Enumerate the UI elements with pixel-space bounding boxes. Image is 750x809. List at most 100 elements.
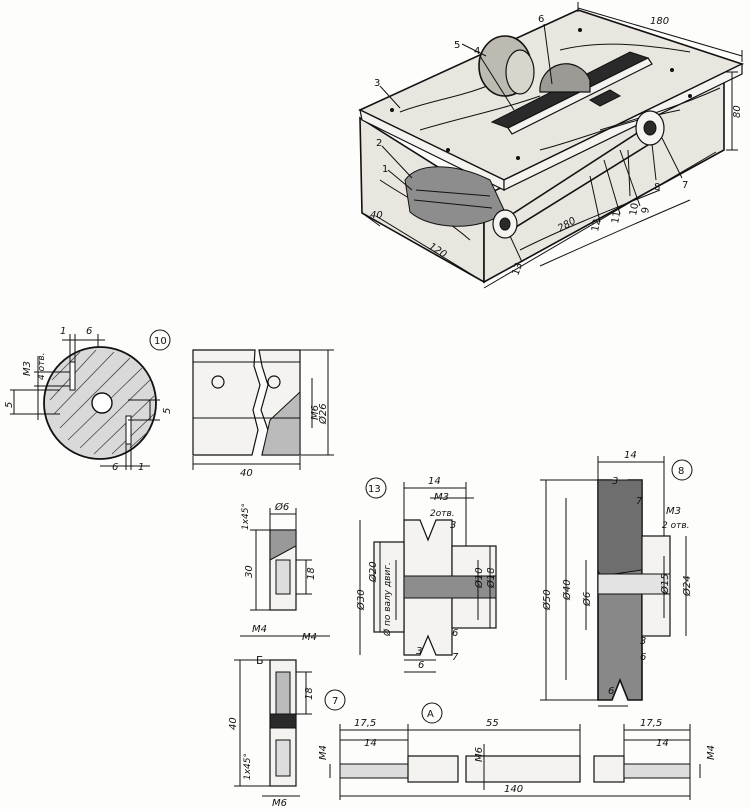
part-b-inner: 18 [306,567,317,580]
part-13-dims [359,482,491,673]
part-8-d-hub2: Ø24 [681,575,693,597]
callout-3: 3 [374,78,380,89]
part-a-body-3 [593,755,625,783]
part-8-thread: М3 [666,506,681,517]
part-13-w3: 6 [418,660,424,671]
callout-leaders [379,23,683,263]
part-10-thread-side: М6 [310,405,321,420]
part-10-side-dims [192,349,334,470]
callout-12: 12 [590,218,603,232]
callout-2: 2 [376,138,382,149]
part-7-length: 40 [228,717,239,730]
part-13-hub-left [373,541,405,633]
part-a-thread-left-len: 14 [364,738,377,749]
part-8-step: 7 [636,496,643,507]
part-13-w1: 3 [416,646,422,657]
part-b-dims [240,508,330,637]
part-a-thread-right-len: 14 [656,738,669,749]
assembly-view: 180 80 280 120 40 3 2 1 4 5 6 7 8 9 1 [358,2,745,289]
part-13-d-mid: Ø20 [367,561,379,583]
top-plate-edge-right [503,63,743,191]
part-a-middle: 55 [486,718,499,729]
callout-8: 8 [654,182,660,193]
part-13-w2: 6 [452,628,458,639]
dim-edge-label: 40 [370,210,383,221]
part-13-number: 13 [368,484,381,495]
part-10-bottom-offset: 6 [112,462,118,473]
part-10-hole-1 [211,375,225,389]
callout-11: 11 [610,210,623,224]
part-8-section [597,479,643,577]
part-a-thread-r: М4 [706,745,717,760]
part-13-thread: М3 [434,492,449,503]
part-13-d-shaft: Ø по валу двиг. [382,562,393,637]
part-10-gap-left: 5 [4,402,15,408]
part-a-thread-left [339,763,409,779]
part-10-gap-right: 5 [162,408,173,414]
part-10-slot-bottom [125,415,132,445]
part-a-thread-right [623,763,691,779]
dim-height-label: 80 [732,105,743,118]
part-8-width: 14 [624,450,637,461]
callout-7: 7 [682,180,688,191]
part-8-dims [540,456,687,707]
part-10-side-left [192,349,261,456]
part-b-chamfer: 1x45° [241,503,251,530]
part-7-thread: М6 [272,798,287,809]
part-a-left: 17,5 [354,718,376,729]
dim-width-label: 180 [650,16,669,27]
part-10-number: 10 [154,336,167,347]
part-7-section [269,713,297,729]
saw-disc [539,63,591,93]
part-13-d-hub2: Ø18 [485,567,497,589]
callout-9: 9 [640,206,652,214]
part-b-diameter: Ø6 [274,501,289,513]
part-10-bore [91,392,113,414]
part-8-groove: 3 [612,476,618,487]
part-b: Ø6 1x45° 30 18 М4 М4 Б [240,501,330,667]
part-10-slot-top [69,361,76,391]
part-13-bore [403,575,497,599]
part-7-chamfer: 1x45° [243,753,253,780]
part-8-holes: 2 отв. [662,521,690,531]
part-b-section [269,529,297,561]
part-10: 10 1 6 М3 4 отв. 5 5 6 1 [4,326,334,479]
part-7-number: 7 [332,696,338,707]
part-8-w1: 3 [640,636,646,647]
grinding-wheel-face [505,49,535,95]
callout-1: 1 [382,164,388,175]
top-screws [390,28,692,160]
part-13-marker [365,477,387,499]
callout-13: 13 [510,261,525,277]
part-a-dims [329,724,701,800]
part-13-width: 14 [428,476,441,487]
part-a-right: 17,5 [640,718,662,729]
part-8-d-outer: Ø50 [541,589,553,611]
part-10-hole-2 [267,375,281,389]
part-8-w3: 6 [608,686,614,697]
part-a-thread-mid: М6 [474,747,485,762]
callout-5: 5 [454,40,460,51]
part-a-label: А [427,709,434,720]
slot-window [588,89,622,107]
part-b-thread-right: М4 [302,632,317,643]
part-8-bore [597,573,671,595]
callout-6: 6 [538,14,544,25]
part-13-d-hub: Ø10 [473,567,485,589]
part-10-length: 40 [240,468,253,479]
part-13-w4: 7 [452,652,459,663]
part-a-body-1 [407,755,459,783]
callout-10: 10 [628,202,641,216]
part-10-thread: М3 [22,361,33,376]
motor-ribs [413,189,493,209]
part-b-thread [275,559,291,595]
part-8-d-mid: Ø40 [561,579,573,601]
part-a-thread-l: М4 [318,745,329,760]
part-10-slot-offset: 6 [86,326,92,337]
part-a-total: 140 [504,784,523,795]
part-10-bottom-width: 1 [138,462,144,473]
part-10-dim-lines [10,334,160,470]
part-7-thread-top [275,671,291,715]
part-7-marker [324,689,346,711]
